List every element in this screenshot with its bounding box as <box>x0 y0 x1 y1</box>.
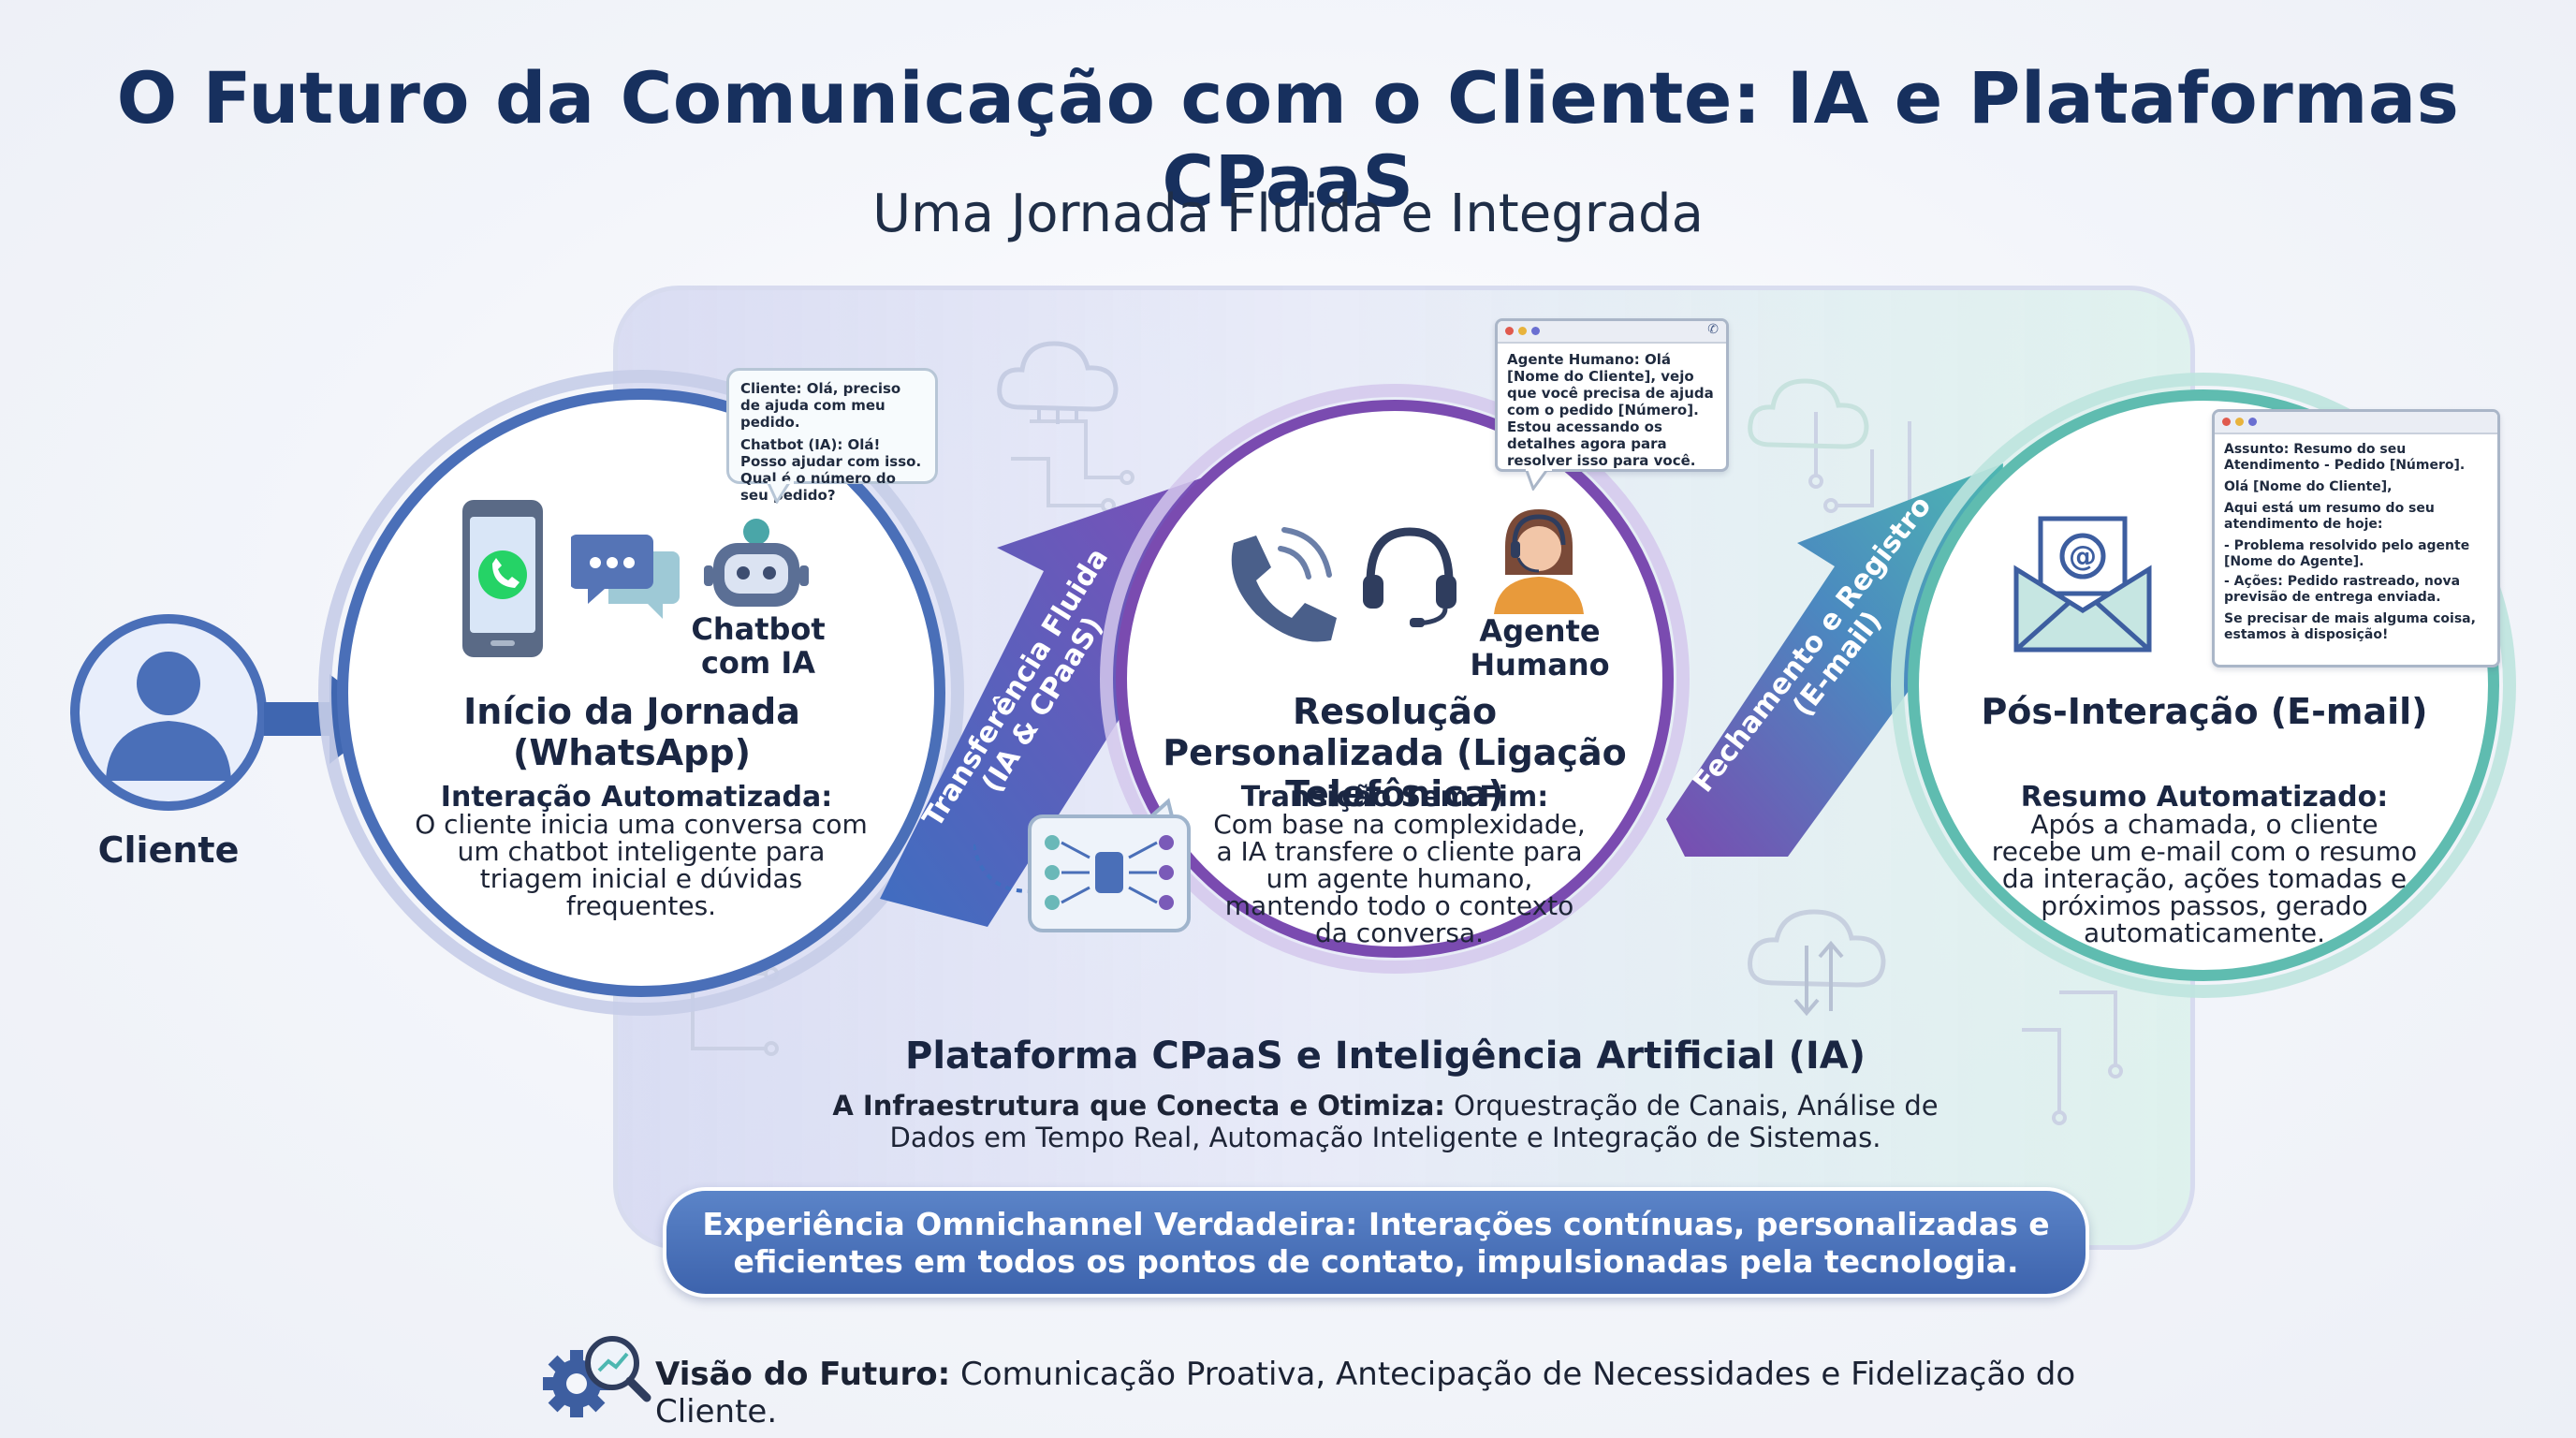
window-titlebar <box>2215 412 2497 434</box>
page-title: O Futuro da Comunicação com o Cliente: I… <box>116 56 2460 223</box>
platform-desc-rest: Orquestração de Canais, Análise de Dados… <box>889 1090 1939 1153</box>
agent-icon <box>1494 509 1584 614</box>
svg-text:@: @ <box>2069 540 2097 573</box>
email-subject: Assunto: Resumo do seu Atendimento - Ped… <box>2224 442 2466 473</box>
window-titlebar: ✆ <box>1498 321 1726 344</box>
phone-small-icon: ✆ <box>1707 322 1719 337</box>
telephone-icon <box>1231 527 1337 642</box>
stage1-title: Início da Jornada (WhatsApp) <box>463 691 800 773</box>
email-envelope-icon: @ <box>2013 516 2152 653</box>
gear-magnifier-icon <box>543 1336 651 1417</box>
cloud-icon <box>1748 378 1869 449</box>
email-item-1: - Problema resolvido pelo agente [Nome d… <box>2224 538 2470 569</box>
agent-message-window: ✆ Agente Humano: Olá [Nome do Cliente], … <box>1495 318 1729 472</box>
client-label: Cliente <box>97 829 240 871</box>
stage1-subtitle: Interação Automatizada: <box>440 781 833 814</box>
omnichannel-banner: Experiência Omnichannel Verdadeira: Inte… <box>663 1187 2089 1298</box>
person-icon <box>106 652 231 781</box>
stage3-subtitle: Resumo Automatizado: <box>2020 781 2389 814</box>
chatbot-label: Chatbot com IA <box>691 611 826 681</box>
stage2-body: Com base na complexidade, a IA transfere… <box>1213 809 1586 948</box>
cloud-icon <box>997 341 1119 424</box>
email-item-2: - Ações: Pedido rastreado, nova previsão… <box>2224 574 2461 605</box>
email-summary-window: Assunto: Resumo do seu Atendimento - Ped… <box>2212 409 2500 668</box>
agent-message-text: Agente Humano: Olá [Nome do Cliente], ve… <box>1507 351 1714 469</box>
headset-icon <box>1363 527 1456 627</box>
bubble-tail <box>768 481 794 504</box>
platform-desc-bold: A Infraestrutura que Conecta e Otimiza: <box>832 1090 1445 1122</box>
footer-rest: Comunicação Proativa, Antecipação de Nec… <box>655 1356 2076 1431</box>
email-greeting: Olá [Nome do Cliente], <box>2224 479 2393 494</box>
stage2-subtitle: Transição Sem Fim: <box>1240 781 1549 814</box>
stage3-body: Após a chamada, o cliente recebe um e-ma… <box>1991 809 2418 948</box>
chat-bubble: Cliente: Olá, preciso de ajuda com meu p… <box>726 368 938 504</box>
stage2-title: Resolução Personalizada (Ligação Telefôn… <box>1163 691 1627 814</box>
client-avatar <box>70 614 267 811</box>
page-subtitle: Uma Jornada Fluida e Integrada <box>872 183 1704 244</box>
bubble-client-line: Cliente: Olá, preciso de ajuda com meu p… <box>740 380 901 431</box>
email-intro: Aqui está um resumo do seu atendimento d… <box>2224 501 2435 532</box>
platform-description: A Infraestrutura que Conecta e Otimiza: … <box>824 1090 1947 1153</box>
phone-whatsapp-icon <box>462 500 543 657</box>
cloud-icon <box>1748 909 1886 1017</box>
stage1-body: O cliente inicia uma conversa com um cha… <box>415 809 868 921</box>
platform-title: Plataforma CPaaS e Inteligência Artifici… <box>905 1034 1866 1078</box>
footer-bold: Visão do Futuro: <box>655 1356 951 1393</box>
chat-bubbles-icon <box>571 535 680 619</box>
window-tail <box>1526 468 1552 491</box>
robot-icon <box>704 519 809 607</box>
stage3-title: Pós-Interação (E-mail) <box>1981 691 2428 732</box>
footer-vision: Visão do Futuro: Comunicação Proativa, A… <box>655 1356 2153 1431</box>
network-transfer-icon <box>973 798 1191 932</box>
agent-label: Agente Humano <box>1470 613 1610 682</box>
email-closing: Se precisar de mais alguma coisa, estamo… <box>2224 611 2476 642</box>
